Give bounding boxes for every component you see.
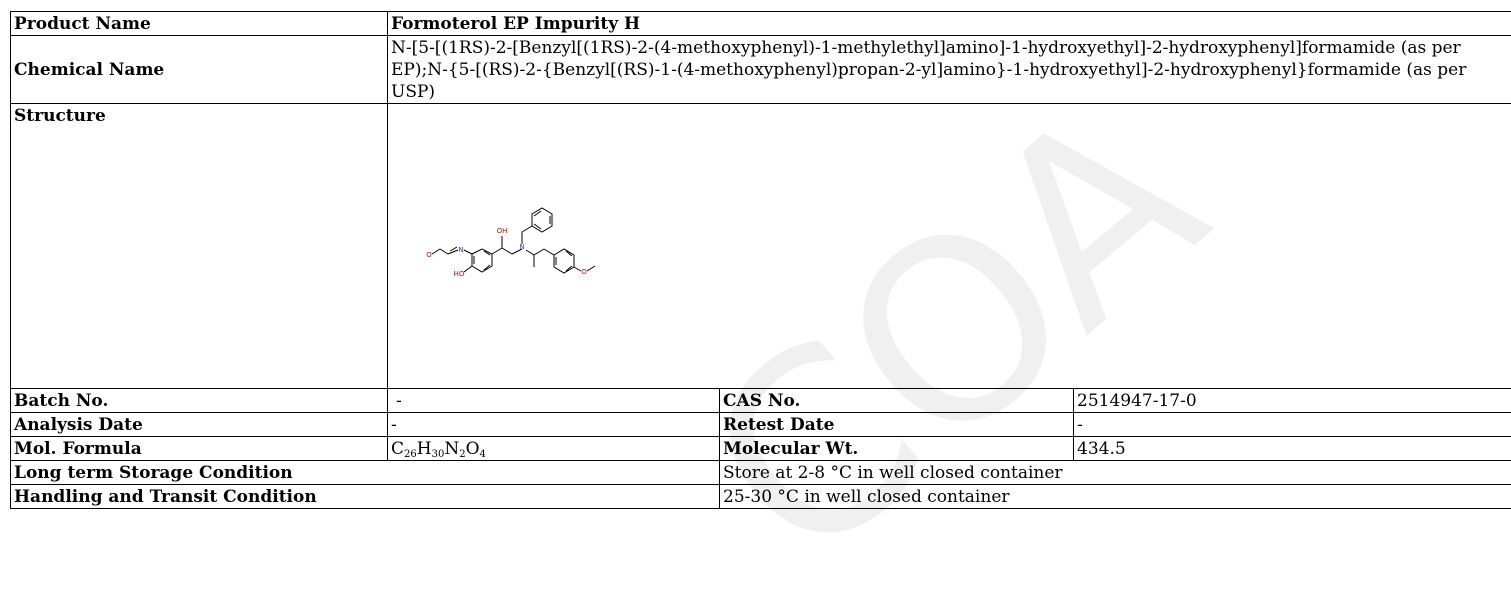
transit-value: 25-30 °C in well closed container <box>719 484 1511 509</box>
retest-date-label: Retest Date <box>719 412 1074 437</box>
retest-date-value: - <box>1073 412 1511 437</box>
atom-o-methoxy: O <box>581 268 587 276</box>
product-name-value: Formoterol EP Impurity H <box>387 11 1511 36</box>
atom-n-amide: N <box>458 246 463 254</box>
storage-value: Store at 2-8 °C in well closed container <box>719 460 1511 485</box>
chemical-name-label: Chemical Name <box>10 35 388 104</box>
structure-label: Structure <box>10 103 388 389</box>
transit-label: Handling and Transit Condition <box>10 484 720 509</box>
analysis-date-value: - <box>387 412 720 437</box>
batch-no-value: - <box>387 388 720 413</box>
mol-formula-value: C26H30N2O4 <box>387 436 720 461</box>
product-name-label: Product Name <box>10 11 388 36</box>
structure-cell: O N OH N HO O <box>387 103 1511 389</box>
atom-n-amine: N <box>519 243 524 251</box>
structure-atom-labels: O N OH N HO O <box>426 227 587 278</box>
atom-oh-top: OH <box>497 227 508 235</box>
mol-wt-label: Molecular Wt. <box>719 436 1074 461</box>
mol-formula-label: Mol. Formula <box>10 436 388 461</box>
structure-bonds <box>431 207 596 274</box>
cas-no-value: 2514947-17-0 <box>1073 388 1511 413</box>
batch-no-label: Batch No. <box>10 388 388 413</box>
mol-wt-value: 434.5 <box>1073 436 1511 461</box>
chemical-structure-image: O N OH N HO O <box>426 207 596 278</box>
atom-o-formyl: O <box>426 251 432 259</box>
analysis-date-label: Analysis Date <box>10 412 388 437</box>
certificate-table: Product Name Formoterol EP Impurity H Ch… <box>10 11 1511 509</box>
atom-ho: HO <box>454 270 465 278</box>
storage-label: Long term Storage Condition <box>10 460 720 485</box>
cas-no-label: CAS No. <box>719 388 1074 413</box>
chemical-name-value: N-[5-[(1RS)-2-[Benzyl[(1RS)-2-(4-methoxy… <box>387 35 1511 104</box>
